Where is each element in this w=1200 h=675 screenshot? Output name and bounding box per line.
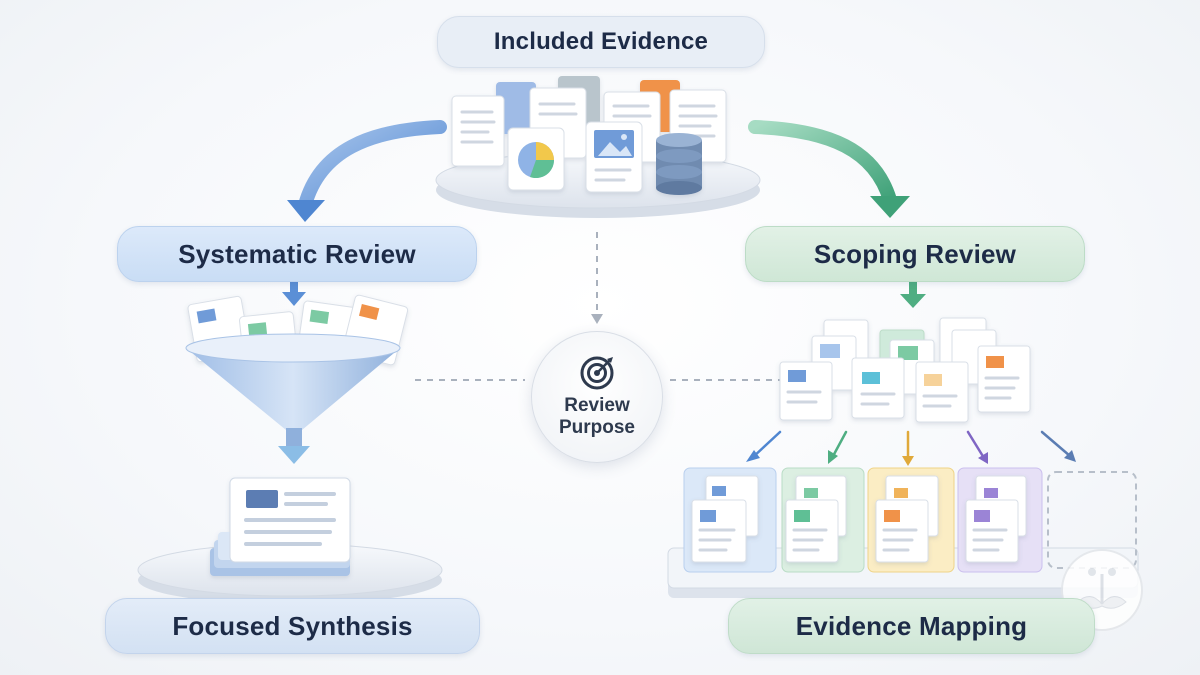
review-purpose-label: Review Purpose [559, 395, 635, 439]
arrow-scope-down-head [900, 294, 926, 308]
arrow-sys-down-shaft [290, 282, 298, 294]
pie-chart-icon [518, 142, 555, 179]
evidence-documents [451, 76, 727, 195]
funnel-icon [185, 333, 401, 464]
included-evidence-label: Included Evidence [437, 16, 765, 68]
scoping-review-label: Scoping Review [745, 226, 1085, 282]
arrow-to-systematic-head [287, 200, 325, 222]
focused-synthesis-label: Focused Synthesis [105, 598, 480, 654]
review-purpose-line-1: Review [564, 395, 630, 416]
arrow-sys-down-head [282, 292, 306, 306]
arrow-to-systematic [298, 120, 447, 212]
arrow-to-scoping-head [870, 196, 910, 218]
synthesis-document-stack [210, 477, 351, 576]
review-purpose-node: Review Purpose [531, 331, 663, 463]
evidence-mapping-label: Evidence Mapping [728, 598, 1095, 654]
systematic-review-label: Systematic Review [117, 226, 477, 282]
database-icon [656, 133, 702, 195]
distribution-arrows [746, 430, 1076, 466]
review-purpose-line-2: Purpose [558, 417, 636, 438]
image-icon [594, 130, 634, 158]
arrow-to-scoping [748, 120, 897, 207]
scoping-documents [779, 317, 1031, 423]
mapping-documents [691, 475, 1027, 563]
dashed-connector-arrowhead [591, 314, 603, 324]
arrow-scope-down-shaft [909, 282, 917, 296]
target-icon [580, 356, 614, 390]
